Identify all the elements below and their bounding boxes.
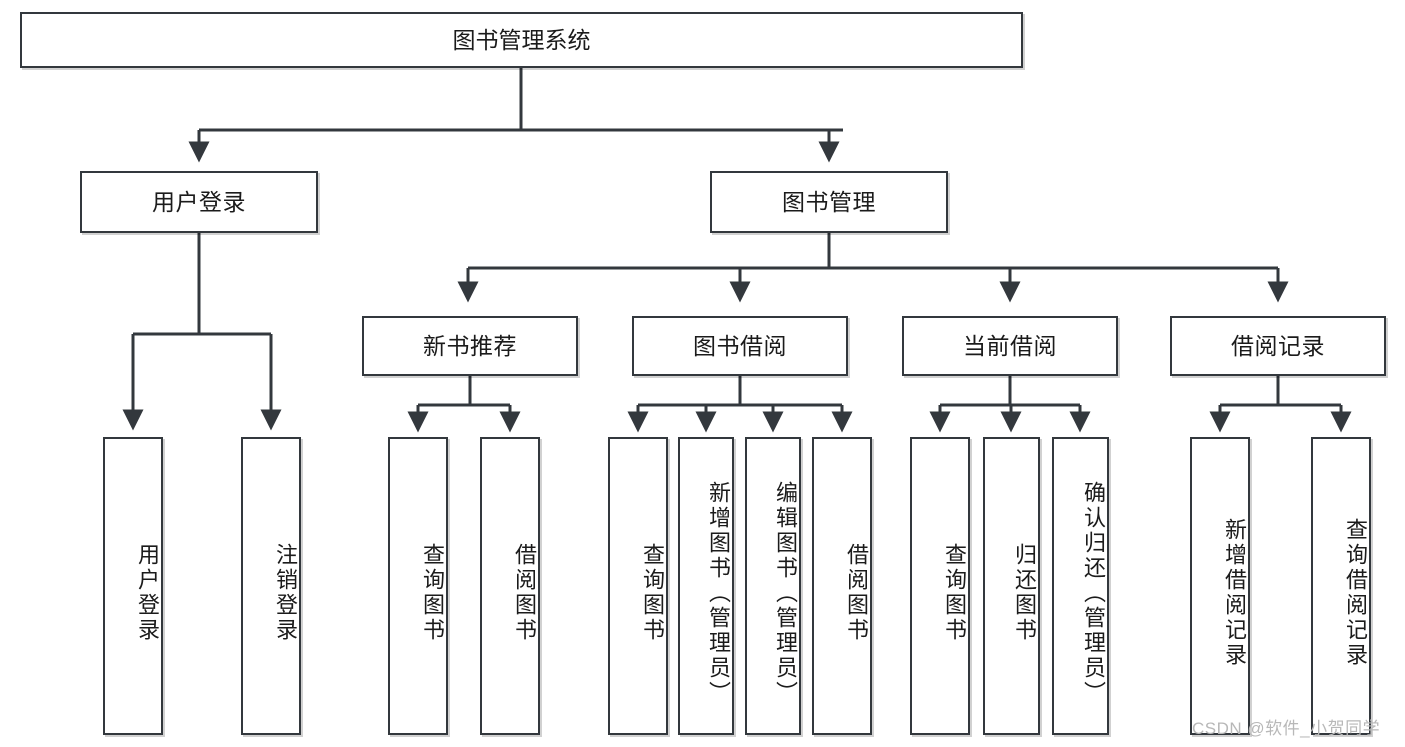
node-label: 借阅记录 [1231, 332, 1325, 359]
leaf-query-book-recommend[interactable]: 查询图书 [388, 437, 448, 735]
leaf-return-book[interactable]: 归还图书 [983, 437, 1040, 735]
node-label: 用户登录 [152, 188, 246, 215]
node-label: 注销登录 [273, 543, 298, 643]
leaf-query-book-borrow[interactable]: 查询图书 [608, 437, 668, 735]
node-label: 图书管理系统 [452, 26, 591, 53]
node-label: 归还图书 [1012, 543, 1037, 643]
leaf-query-book-current[interactable]: 查询图书 [910, 437, 970, 735]
node-label: 新增图书（管理员） [706, 480, 731, 706]
node-label: 编辑图书（管理员） [773, 480, 798, 706]
node-book-manage[interactable]: 图书管理 [710, 171, 948, 233]
node-label: 新增借阅记录 [1222, 518, 1247, 668]
leaf-logout[interactable]: 注销登录 [241, 437, 301, 735]
node-new-book-recommend[interactable]: 新书推荐 [362, 316, 578, 376]
node-label: 查询图书 [942, 543, 967, 643]
leaf-user-login[interactable]: 用户登录 [103, 437, 163, 735]
node-borrow-record[interactable]: 借阅记录 [1170, 316, 1386, 376]
leaf-edit-book[interactable]: 编辑图书（管理员） [745, 437, 801, 735]
node-label: 查询图书 [420, 543, 445, 643]
node-label: 查询借阅记录 [1343, 518, 1368, 668]
leaf-confirm-return[interactable]: 确认归还（管理员） [1052, 437, 1109, 735]
node-label: 图书管理 [782, 188, 876, 215]
node-label: 图书借阅 [693, 332, 787, 359]
node-user-login[interactable]: 用户登录 [80, 171, 318, 233]
node-label: 借阅图书 [844, 543, 869, 643]
csdn-watermark: CSDN @软件_小贺同学 [1192, 719, 1381, 738]
node-book-borrow[interactable]: 图书借阅 [632, 316, 848, 376]
leaf-borrow-book-recommend[interactable]: 借阅图书 [480, 437, 540, 735]
leaf-add-book[interactable]: 新增图书（管理员） [678, 437, 734, 735]
leaf-add-borrow-record[interactable]: 新增借阅记录 [1190, 437, 1250, 735]
node-label: 借阅图书 [512, 543, 537, 643]
node-label: 查询图书 [640, 543, 665, 643]
leaf-borrow-book-borrow[interactable]: 借阅图书 [812, 437, 872, 735]
node-label: 新书推荐 [423, 332, 517, 359]
node-root-system[interactable]: 图书管理系统 [20, 12, 1023, 68]
node-label: 用户登录 [135, 543, 160, 643]
leaf-query-borrow-record[interactable]: 查询借阅记录 [1311, 437, 1371, 735]
node-current-borrow[interactable]: 当前借阅 [902, 316, 1118, 376]
node-label: 确认归还（管理员） [1081, 480, 1106, 706]
node-label: 当前借阅 [963, 332, 1057, 359]
